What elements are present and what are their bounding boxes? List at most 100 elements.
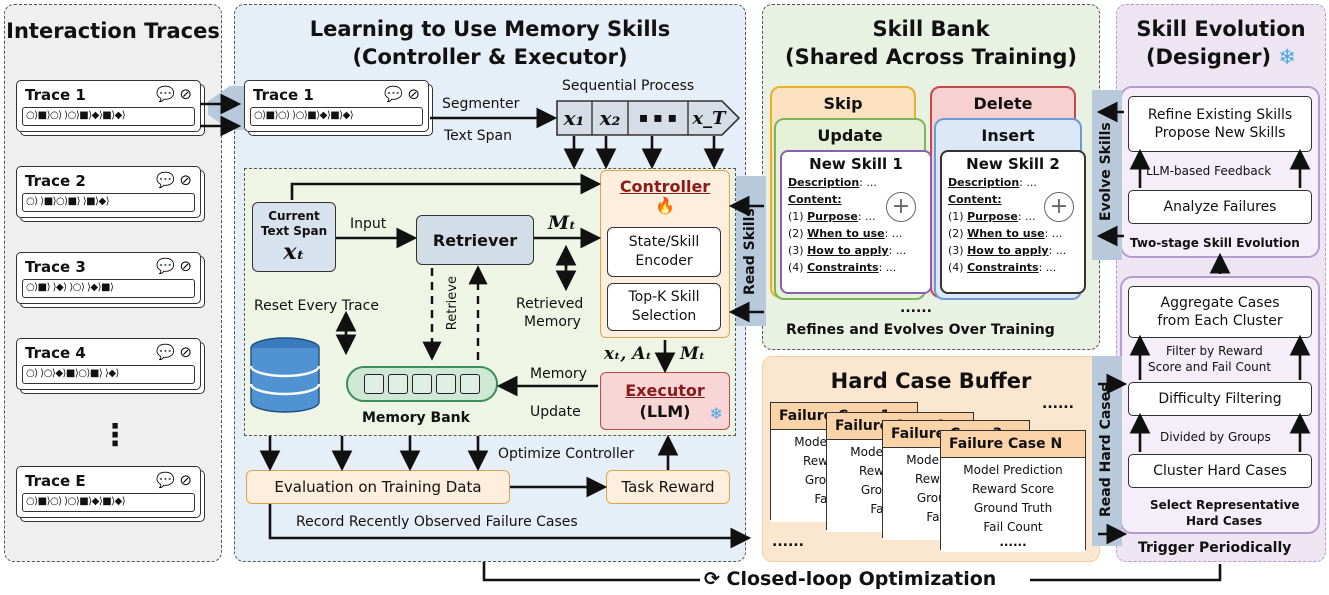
refine-box: Refine Existing Skills Propose New Skill… <box>1128 96 1312 152</box>
trace-sequence: ○⟩■⟩○⟩ ⟩○⟩■⟩◆⟩■⟩◆⟩ <box>22 493 195 512</box>
memory-bank-label: Memory Bank <box>362 410 470 426</box>
read-skills-label: Read Skills <box>742 208 758 296</box>
difficulty-label: Difficulty Filtering <box>1158 391 1282 407</box>
chat-compass-icon: 💬 ⊘ <box>155 343 192 361</box>
retriever-box: Retriever <box>416 215 534 265</box>
trace-sequence: ○⟩■⟩ ⟩◆⟩ ⟩○⟩ ⟩◆⟩■⟩ <box>22 279 195 298</box>
seq-token: x_T <box>692 107 726 129</box>
encoder-line1: State/Skill <box>628 234 700 250</box>
chat-compass-icon: 💬 ⊘ <box>155 171 192 189</box>
analyze-box: Analyze Failures <box>1128 190 1312 224</box>
field-when: When to use <box>967 227 1045 240</box>
field-constraints: Constraints <box>807 261 879 274</box>
text-span-label: Text Span <box>444 128 512 144</box>
trace-card: Trace 4 💬 ⊘ ○⟩ ⟩○⟩◆⟩■⟩○⟩■⟩ ⟩◆⟩ <box>16 338 201 390</box>
memory-bank-slots <box>346 366 498 402</box>
failure-case-title: Failure Case N <box>941 431 1085 458</box>
eval-box: Evaluation on Training Data <box>246 470 510 504</box>
memory-slot <box>388 374 408 394</box>
update-label: Update <box>817 126 883 145</box>
task-reward-label: Task Reward <box>621 478 715 496</box>
snowflake-icon: ❄ <box>709 404 723 423</box>
executor-sub: (LLM) <box>639 402 691 421</box>
trace-label: Trace 2 <box>25 172 86 190</box>
input-label: Input <box>350 216 387 232</box>
encoder-box: State/Skill Encoder <box>607 227 721 277</box>
mt-label-2: Mₜ <box>680 344 706 364</box>
chat-compass-icon: 💬 ⊘ <box>155 471 192 489</box>
trace-label: Trace 4 <box>25 344 86 362</box>
sequential-process-bar: x₁ x₂ ▪ ▪ ▪ x_T <box>556 100 740 136</box>
trace-sequence: ○⟩ ⟩■⟩○⟩■⟩ ⟩■⟩◆⟩ <box>22 193 195 212</box>
plus-icon: + <box>1044 192 1074 222</box>
select-line1: Select Representative <box>1150 498 1300 512</box>
optimize-label: Optimize Controller <box>498 446 635 462</box>
evolution-title-2-text: (Designer) <box>1145 45 1272 69</box>
interaction-traces-title-text: Interaction Traces <box>6 19 220 43</box>
insert-label: Insert <box>981 126 1035 145</box>
description-label: Description <box>788 176 860 189</box>
mt-label: Mₜ <box>548 212 577 234</box>
new-skill-1-card: New Skill 1 Description: ... Content: (1… <box>780 150 932 294</box>
sequential-process-label: Sequential Process <box>562 78 695 94</box>
field-how: How to apply <box>807 244 889 257</box>
refine-line1: Refine Existing Skills <box>1147 107 1293 123</box>
trace-label: Trace 3 <box>25 258 86 276</box>
segmenter-label: Segmenter <box>442 96 520 112</box>
topk-line2: Selection <box>631 308 697 324</box>
content-label: Content: <box>948 193 1002 206</box>
trace-label: Trace 1 <box>25 86 86 104</box>
trace-label: Trace 1 <box>253 86 314 104</box>
cluster-box: Cluster Hard Cases <box>1128 454 1312 488</box>
trace-card: Trace 1 💬 ⊘ ○⟩■⟩○⟩ ⟩○⟩■⟩◆⟩■⟩◆⟩ <box>16 80 201 132</box>
update-label: Update <box>530 404 581 420</box>
skill-bank-dots: ...... <box>900 300 932 316</box>
skill-bank-footer: Refines and Evolves Over Training <box>786 322 1055 338</box>
record-label: Record Recently Observed Failure Cases <box>296 514 578 530</box>
two-stage-label: Two-stage Skill Evolution <box>1130 236 1300 250</box>
sequence-shape <box>556 100 740 136</box>
chat-compass-icon: 💬 ⊘ <box>383 85 420 103</box>
delete-label: Delete <box>973 94 1033 113</box>
field-when: When to use <box>807 227 885 240</box>
closed-loop-text: Closed-loop Optimization <box>726 568 997 590</box>
current-span-var: xₜ <box>283 239 305 265</box>
card-row-dots: ...... <box>999 535 1027 549</box>
refine-line2: Propose New Skills <box>1154 125 1286 141</box>
current-text-span-box: Current Text Span xₜ <box>252 202 336 272</box>
evolution-title-2: (Designer) ❄ <box>1117 45 1325 70</box>
hard-case-title: Hard Case Buffer <box>830 369 1032 393</box>
skill-bank-title-1: Skill Bank <box>872 17 990 41</box>
topk-line1: Top-K Skill <box>628 289 700 305</box>
seq-token: x₂ <box>599 106 621 130</box>
trace-sequence: ○⟩■⟩○⟩ ⟩○⟩■⟩◆⟩■⟩◆⟩ <box>22 107 195 126</box>
field-purpose: Purpose <box>967 210 1018 223</box>
seq-token: x₁ <box>563 106 585 130</box>
hard-case-dots-top: ...... <box>1042 396 1074 412</box>
database-icon <box>249 337 321 413</box>
divided-label: Divided by Groups <box>1160 430 1271 444</box>
aggregate-box: Aggregate Cases from Each Cluster <box>1128 286 1312 338</box>
filter-line2: Score and Fail Count <box>1148 360 1272 374</box>
interaction-traces-title: Interaction Traces <box>5 19 221 44</box>
read-hard-cases-label: Read Hard Cases <box>1098 383 1114 517</box>
retrieved-memory-1: Retrieved <box>516 296 584 312</box>
card-row: Model Prediction <box>963 463 1063 477</box>
hard-case-dots-bottom: ...... <box>772 534 804 550</box>
new-skill-2-card: New Skill 2 Description: ... Content: (1… <box>940 150 1086 294</box>
evolve-skills-label: Evolve Skills <box>1098 122 1114 222</box>
executor-box: Executor (LLM) ❄ <box>600 372 730 430</box>
aggregate-line1: Aggregate Cases <box>1160 295 1280 311</box>
trace-sequence: ○⟩ ⟩○⟩◆⟩■⟩○⟩■⟩ ⟩◆⟩ <box>22 365 195 384</box>
difficulty-box: Difficulty Filtering <box>1128 382 1312 416</box>
skill-bank-title-2: (Shared Across Training) <box>784 45 1078 69</box>
xt-at-label: xₜ, Aₜ <box>604 344 652 364</box>
card-row: Ground Truth <box>973 501 1053 515</box>
evolution-title-1: Skill Evolution <box>1136 17 1306 41</box>
llm-feedback-label: LLM-based Feedback <box>1146 164 1272 178</box>
trace-label: Trace E <box>25 472 86 490</box>
traces-ellipsis: ⋮ <box>100 418 130 453</box>
topk-box: Top-K Skill Selection <box>607 283 721 331</box>
analyze-label: Analyze Failures <box>1163 199 1277 215</box>
